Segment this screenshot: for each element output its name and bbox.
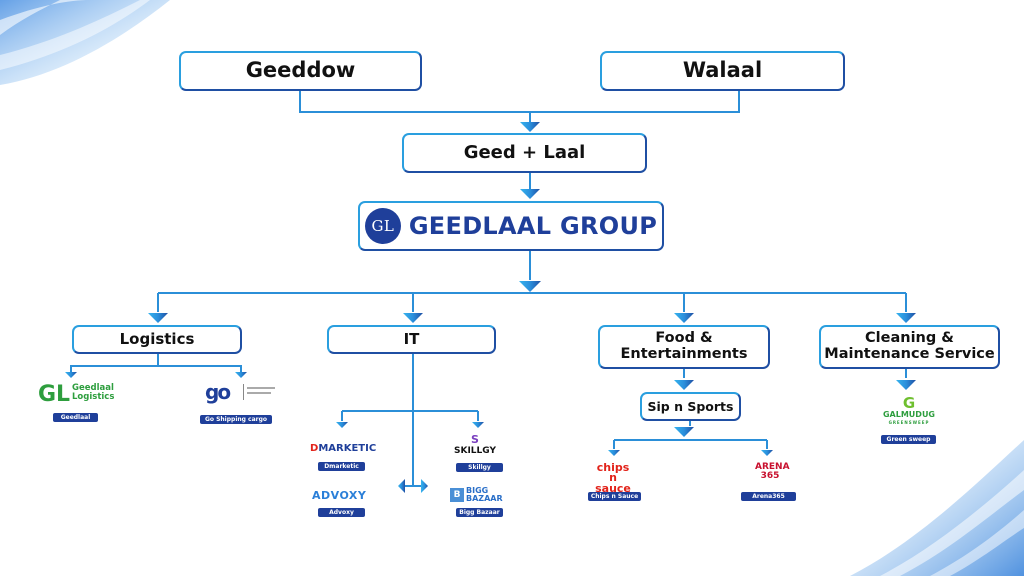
arrow-down-icon <box>520 189 540 199</box>
company-badge: Green sweep <box>881 435 936 444</box>
arrow-down-icon <box>674 427 694 437</box>
division-label: Logistics <box>119 330 195 349</box>
connector-roots <box>299 91 740 113</box>
merge-box: Geed + Laal <box>402 133 647 173</box>
arrow-down-icon <box>65 372 77 378</box>
arrow-down-icon <box>674 313 694 323</box>
arrow-left-icon <box>398 479 405 493</box>
group-label: GEEDLAAL GROUP <box>408 211 658 240</box>
division-box-cleaning: Cleaning & Maintenance Service <box>819 325 1000 369</box>
logo-text: Geedlaal Logistics <box>72 383 115 402</box>
leaf-g-icon: G <box>902 394 916 412</box>
division-box-logistics: Logistics <box>72 325 242 354</box>
arrow-down-icon <box>519 281 541 292</box>
arrow-down-icon <box>403 313 423 323</box>
arrow-down-icon <box>235 372 247 378</box>
company-logo-arena365: ARENA 365 <box>755 462 790 481</box>
sub-label: Sip n Sports <box>647 398 734 414</box>
company-badge: Skillgy <box>456 463 503 472</box>
division-label: IT <box>403 330 420 349</box>
merge-label: Geed + Laal <box>463 142 586 164</box>
company-logo-chips-n-sauce: chips n sauce <box>595 461 631 495</box>
corner-swoosh-top-left <box>0 0 170 85</box>
b-mark-icon: B <box>450 488 464 502</box>
arrow-down-icon <box>896 380 916 390</box>
arrow-down-icon <box>472 422 484 428</box>
root-label: Walaal <box>682 58 763 83</box>
company-badge: Dmarketic <box>318 462 365 471</box>
division-label-line1: Cleaning & <box>865 330 954 347</box>
tagline-icon <box>247 387 275 389</box>
arrow-down-icon <box>674 380 694 390</box>
company-badge: Chips n Sauce <box>588 492 641 501</box>
connector-logistics <box>70 354 159 372</box>
connector-logistics-r <box>158 365 242 372</box>
arrow-down-icon <box>520 122 540 132</box>
root-box-walaal: Walaal <box>600 51 845 91</box>
company-badge: Advoxy <box>318 508 365 517</box>
divider-icon <box>243 384 244 400</box>
corner-swoosh-bottom-right <box>850 440 1024 576</box>
root-label: Geeddow <box>245 58 356 83</box>
arrow-right-icon <box>421 479 428 493</box>
division-label-line2: Entertainments <box>620 346 748 362</box>
root-box-geeddow: Geeddow <box>179 51 422 91</box>
company-badge: Arena365 <box>741 492 796 501</box>
company-logo-dmarketic: DMARKETIC <box>310 443 377 454</box>
arrow-down-icon <box>336 422 348 428</box>
arrow-down-icon <box>608 450 620 456</box>
group-box: GL GEEDLAAL GROUP <box>358 201 664 251</box>
company-logo-advoxy: ADVOXY <box>312 489 367 502</box>
company-badge: Geedlaal <box>53 413 98 422</box>
division-label-line1: Food & <box>655 330 713 347</box>
company-badge: Go Shipping cargo <box>200 415 272 424</box>
division-box-it: IT <box>327 325 496 354</box>
company-logo-galmudug: G GALMUDUG GREENSWEEP <box>880 396 938 425</box>
division-label-line2: Maintenance Service <box>824 346 995 362</box>
group-logo-icon: GL <box>364 208 401 244</box>
s-mark-icon: S <box>471 433 479 446</box>
go-mark-icon: go <box>205 380 231 404</box>
sub-box-sip-n-sports: Sip n Sports <box>640 392 741 421</box>
arrow-down-icon <box>148 313 168 323</box>
gl-mark-icon: GL <box>38 382 71 407</box>
company-badge: Bigg Bazaar <box>456 508 503 517</box>
tagline-icon <box>247 392 271 394</box>
d-mark-icon: D <box>310 443 319 454</box>
arrow-down-icon <box>896 313 916 323</box>
connectors <box>65 91 916 493</box>
company-logo-skillgy: S SKILLGY <box>445 433 505 456</box>
arrow-down-icon <box>761 450 773 456</box>
division-box-food: Food & Entertainments <box>598 325 770 369</box>
